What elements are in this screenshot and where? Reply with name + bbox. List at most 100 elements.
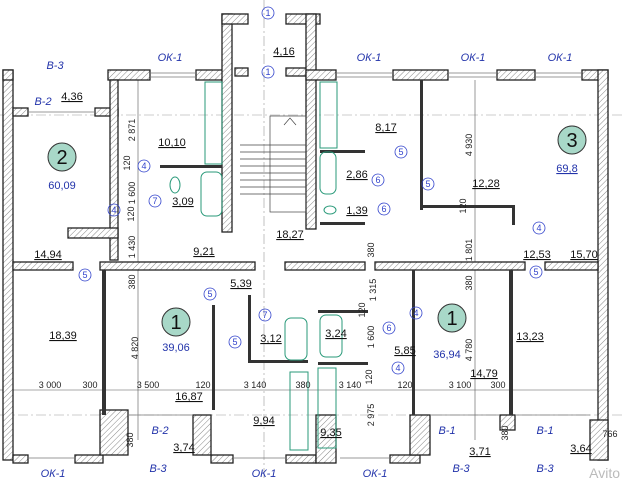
door-mark: 7 xyxy=(262,310,267,320)
window-label: ОК-1 xyxy=(158,52,183,64)
room-area: 3,64 xyxy=(570,443,591,455)
dimension: 3 000 xyxy=(39,380,62,390)
door-mark: 5 xyxy=(82,270,87,280)
room-area: 14,94 xyxy=(34,249,62,261)
room-area: 16,87 xyxy=(175,391,203,403)
dimension: 1 600 xyxy=(127,182,137,205)
window-label: ОК-1 xyxy=(548,52,573,64)
door-mark: 1 xyxy=(265,67,270,77)
plumbing-fixtures xyxy=(169,81,343,451)
room-area: 10,10 xyxy=(158,137,186,149)
door-mark: 1 xyxy=(265,8,270,18)
room-areas: 4,16 4,36 10,10 3,09 18,27 14,94 9,21 8,… xyxy=(34,46,598,458)
dimension: 120 xyxy=(364,369,374,384)
dimension: 120 xyxy=(357,302,367,317)
window-label: ОК-1 xyxy=(41,468,66,480)
door-mark: 5 xyxy=(533,267,538,277)
room-area: 18,27 xyxy=(276,229,304,241)
room-area: 2,86 xyxy=(346,169,367,181)
window-label: В-3 xyxy=(452,463,470,475)
apartment-number: 3 xyxy=(566,130,577,152)
apartment-badges: 2 60,09 3 69,8 1 39,06 1 36,94 xyxy=(47,125,587,361)
dimension: 380 xyxy=(127,274,137,289)
room-area: 5,39 xyxy=(230,278,251,290)
dimension: 3 500 xyxy=(137,380,160,390)
room-area: 3,71 xyxy=(469,446,490,458)
apartment-total-area: 36,94 xyxy=(433,349,461,361)
door-mark: 5 xyxy=(207,289,212,299)
room-area: 15,70 xyxy=(570,249,598,261)
room-area: 12,28 xyxy=(472,178,500,190)
door-mark: 6 xyxy=(386,323,391,333)
room-area: 3,09 xyxy=(172,196,193,208)
dimension: 3 140 xyxy=(244,380,267,390)
room-area: 1,39 xyxy=(346,205,367,217)
door-mark: 5 xyxy=(425,179,430,189)
window-label: В-3 xyxy=(46,60,64,72)
watermark: Avito xyxy=(589,465,620,480)
door-marker-labels: 1 1 4 7 4 5 5 6 6 4 5 5 7 5 4 6 4 5 xyxy=(82,8,541,373)
door-mark: 6 xyxy=(381,204,386,214)
window-label: В-1 xyxy=(438,425,455,437)
dimension: 2 871 xyxy=(127,119,137,142)
room-area: 18,39 xyxy=(49,330,77,342)
window-label: В-3 xyxy=(149,463,167,475)
dimension: 4 930 xyxy=(464,134,474,157)
dimension: 120 xyxy=(397,380,412,390)
dimension: 380 xyxy=(125,432,135,447)
window-label: В-2 xyxy=(151,425,168,437)
room-area: 4,36 xyxy=(61,91,82,103)
dimension: 120 xyxy=(126,206,136,221)
room-area: 9,35 xyxy=(320,427,341,439)
window-labels: В-3 В-2 ОК-1 ОК-1 ОК-1 ОК-1 ОК-1 В-2 В-3… xyxy=(34,52,572,480)
room-area: 5,85 xyxy=(394,345,415,357)
dimension: 120 xyxy=(122,155,132,170)
dimension: 766 xyxy=(602,429,617,439)
dimension: 300 xyxy=(490,380,505,390)
window-label: ОК-1 xyxy=(252,468,277,480)
room-area: 3,74 xyxy=(173,442,194,454)
dimension: 1 315 xyxy=(368,279,378,302)
window-label: ОК-1 xyxy=(461,52,486,64)
dimension: 4 820 xyxy=(130,337,140,360)
dimension: 1 430 xyxy=(127,236,137,259)
window-label: ОК-1 xyxy=(363,468,388,480)
dimension: 3 100 xyxy=(449,380,472,390)
room-area: 9,21 xyxy=(193,246,214,258)
window-label: В-2 xyxy=(34,96,51,108)
room-area: 8,17 xyxy=(375,122,396,134)
dimension: 300 xyxy=(82,380,97,390)
apartment-total-area: 39,06 xyxy=(162,342,190,354)
room-area: 4,16 xyxy=(273,46,294,58)
dimension: 380 xyxy=(366,242,376,257)
door-mark: 5 xyxy=(398,147,403,157)
door-mark: 7 xyxy=(152,196,157,206)
apartment-number: 1 xyxy=(446,308,457,330)
dimension: 1 801 xyxy=(464,239,474,262)
dimension: 2 975 xyxy=(366,404,376,427)
window-label: В-3 xyxy=(536,463,554,475)
room-area: 9,94 xyxy=(253,415,274,427)
dimension: 120 xyxy=(458,198,468,213)
room-area: 14,79 xyxy=(470,368,498,380)
dimension: 1 600 xyxy=(366,326,376,349)
apartment-number: 1 xyxy=(170,312,181,334)
room-area: 13,23 xyxy=(516,331,544,343)
door-mark: 5 xyxy=(232,337,237,347)
apartment-number: 2 xyxy=(56,147,67,169)
dimension: 380 xyxy=(464,275,474,290)
room-area: 3,24 xyxy=(325,328,346,340)
windows xyxy=(28,72,590,459)
door-mark: 4 xyxy=(536,223,541,233)
dimension: 4 780 xyxy=(464,339,474,362)
room-area: 3,12 xyxy=(260,333,281,345)
dimension: 3 140 xyxy=(339,380,362,390)
dimension: 380 xyxy=(295,380,310,390)
dimension: 120 xyxy=(195,380,210,390)
door-mark: 4 xyxy=(395,363,400,373)
window-label: ОК-1 xyxy=(357,52,382,64)
door-mark: 4 xyxy=(141,161,146,171)
room-area: 12,53 xyxy=(523,249,551,261)
window-label: В-1 xyxy=(536,425,553,437)
